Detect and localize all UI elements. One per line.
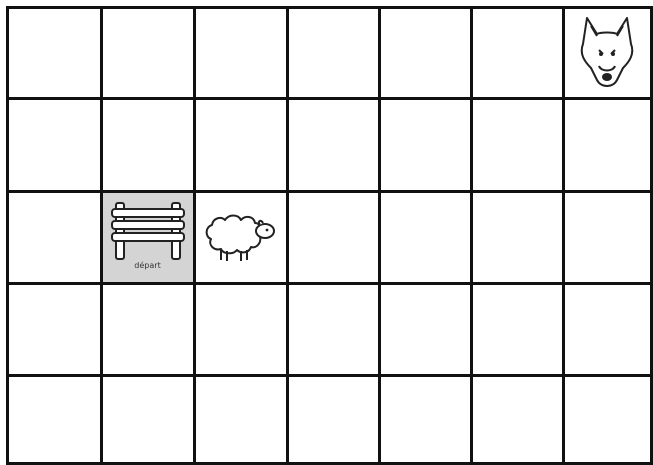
grid-line-vertical <box>562 6 565 465</box>
board-cell-r2-c5[interactable] <box>471 191 563 283</box>
board-cell-r4-c2[interactable] <box>194 375 287 463</box>
board-cell-r4-c6[interactable] <box>563 375 651 463</box>
board-cell-r1-c6[interactable] <box>563 98 651 191</box>
board-cell-r3-c5[interactable] <box>471 283 563 375</box>
board-cell-r1-c5[interactable] <box>471 98 563 191</box>
grid-line-vertical <box>286 6 289 465</box>
grid-line-vertical <box>470 6 473 465</box>
grid-line-vertical <box>378 6 381 465</box>
board-cell-r2-c6[interactable] <box>563 191 651 283</box>
board-cell-r3-c3[interactable] <box>287 283 379 375</box>
board-cell-r0-c3[interactable] <box>287 7 379 98</box>
board-cell-r1-c0[interactable] <box>7 98 101 191</box>
board-cell-r4-c0[interactable] <box>7 375 101 463</box>
grid-line-vertical <box>100 6 103 465</box>
board-cell-r1-c3[interactable] <box>287 98 379 191</box>
board-cell-r4-c4[interactable] <box>379 375 471 463</box>
grid-line-horizontal <box>6 97 653 100</box>
board-cell-r1-c4[interactable] <box>379 98 471 191</box>
grid-line-horizontal <box>6 190 653 193</box>
board-cell-r0-c2[interactable] <box>194 7 287 98</box>
board-cell-r0-c4[interactable] <box>379 7 471 98</box>
grid-line-horizontal <box>6 282 653 285</box>
board-cell-r0-c5[interactable] <box>471 7 563 98</box>
board-cell-r1-c2[interactable] <box>194 98 287 191</box>
grid-line-horizontal <box>6 6 653 9</box>
grid-line-vertical <box>6 6 9 465</box>
board-cell-r2-c4[interactable] <box>379 191 471 283</box>
start-label: départ <box>101 261 194 270</box>
board-cell-r2-c3[interactable] <box>287 191 379 283</box>
board-cell-r4-c1[interactable] <box>101 375 194 463</box>
grid-line-vertical <box>193 6 196 465</box>
sheep-icon[interactable] <box>201 209 281 265</box>
board-cell-r3-c6[interactable] <box>563 283 651 375</box>
wolf-icon[interactable] <box>577 14 637 92</box>
board-cell-r1-c1[interactable] <box>101 98 194 191</box>
board-cell-r3-c2[interactable] <box>194 283 287 375</box>
board-cell-r2-c0[interactable] <box>7 191 101 283</box>
board-cell-r3-c4[interactable] <box>379 283 471 375</box>
grid-line-horizontal <box>6 374 653 377</box>
board-cell-r0-c0[interactable] <box>7 7 101 98</box>
board-cell-r4-c3[interactable] <box>287 375 379 463</box>
fence-icon[interactable] <box>108 197 188 261</box>
board-cell-r0-c1[interactable] <box>101 7 194 98</box>
board-cell-r3-c0[interactable] <box>7 283 101 375</box>
board-cell-r3-c1[interactable] <box>101 283 194 375</box>
board-cell-r4-c5[interactable] <box>471 375 563 463</box>
